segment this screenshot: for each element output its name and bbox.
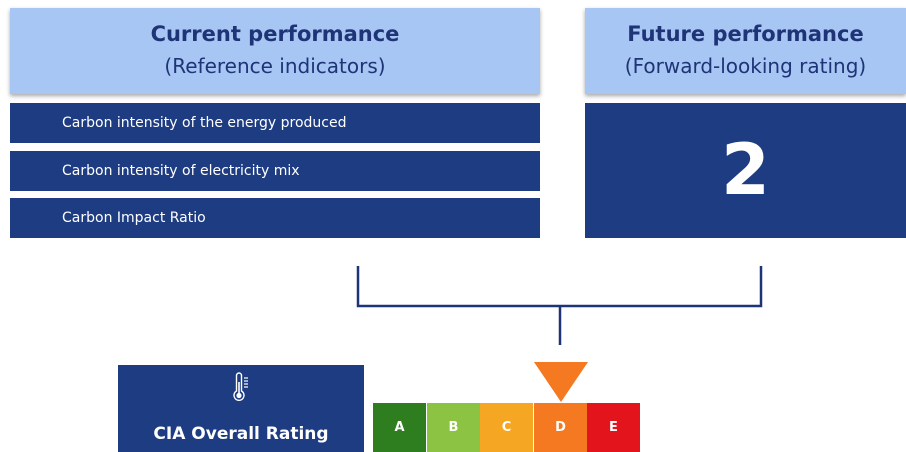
bracket-line	[356, 266, 763, 308]
rating-cell-c: C	[480, 403, 533, 452]
future-performance-title: Future performance	[627, 22, 864, 46]
cia-overall-rating-label: CIA Overall Rating	[153, 424, 329, 444]
rating-cell-b: B	[427, 403, 480, 452]
current-performance-header: Current performance (Reference indicator…	[10, 8, 540, 94]
cia-overall-rating-box: CIA Overall Rating	[118, 365, 364, 452]
future-rating-box: 2	[585, 103, 906, 238]
future-performance-subtitle: (Forward-looking rating)	[624, 54, 867, 78]
rating-pointer-triangle	[533, 362, 588, 402]
thermometer-icon	[233, 372, 248, 401]
future-rating-value: 2	[721, 129, 770, 211]
indicator-carbon-impact-ratio: Carbon Impact Ratio	[10, 198, 540, 238]
rating-cell-a: A	[373, 403, 426, 452]
current-performance-title: Current performance	[150, 22, 400, 46]
indicator-electricity-mix-carbon-intensity: Carbon intensity of electricity mix	[10, 151, 540, 191]
future-performance-header: Future performance (Forward-looking rati…	[585, 8, 906, 94]
current-performance-subtitle: (Reference indicators)	[164, 54, 386, 78]
rating-cell-e: E	[587, 403, 640, 452]
indicator-energy-carbon-intensity: Carbon intensity of the energy produced	[10, 103, 540, 143]
rating-cell-d: D	[534, 403, 587, 452]
